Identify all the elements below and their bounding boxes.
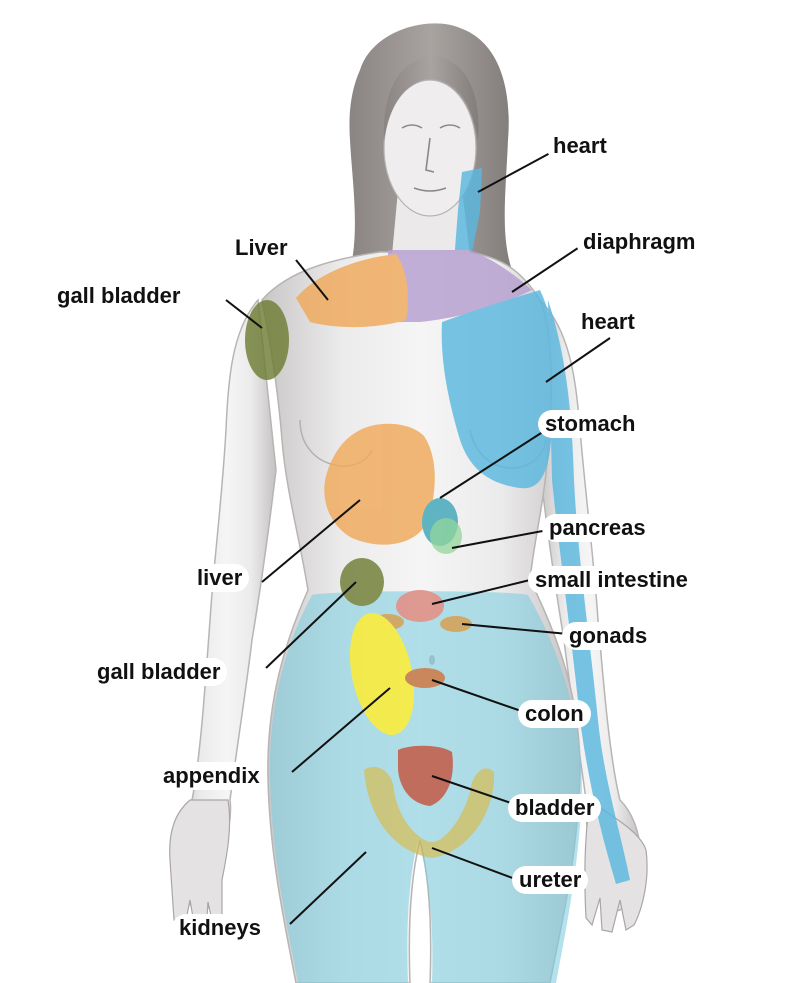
- label-pancreas: pancreas: [542, 514, 653, 542]
- leader-diaphragm: [511, 247, 579, 293]
- leader-pancreas: [451, 529, 549, 549]
- label-ureter: ureter: [512, 866, 589, 894]
- label-gall-bladder-abdomen: gall bladder: [90, 658, 228, 686]
- zone-heart-face: [454, 168, 482, 262]
- zone-bladder: [398, 745, 453, 806]
- label-bladder: bladder: [508, 794, 602, 822]
- leader-kidneys: [289, 851, 367, 925]
- leader-gall-bladder-shoulder: [225, 299, 263, 329]
- zone-gall-bladder-abdomen: [340, 558, 384, 606]
- leader-appendix: [291, 687, 391, 773]
- hair-front: [383, 56, 479, 140]
- leader-gall-bladder-abdomen: [265, 581, 357, 669]
- label-gonads: gonads: [562, 622, 655, 650]
- leader-small-intestine: [431, 579, 531, 605]
- zone-gonad-right: [440, 616, 472, 632]
- zone-heart-chest: [441, 290, 555, 489]
- leader-heart-face: [477, 151, 553, 193]
- zone-liver-abdomen: [324, 423, 435, 545]
- zone-heart-arm: [548, 300, 630, 884]
- label-heart-chest: heart: [574, 308, 642, 336]
- face: [383, 79, 477, 217]
- zone-colon: [405, 668, 445, 688]
- label-stomach: stomach: [538, 410, 643, 438]
- leader-colon: [431, 679, 525, 713]
- label-gall-bladder-shoulder: gall bladder: [50, 282, 188, 310]
- label-diaphragm: diaphragm: [576, 228, 703, 256]
- zone-appendix: [349, 613, 415, 735]
- leader-lines: [225, 151, 611, 925]
- zone-liver-shoulder: [296, 254, 408, 328]
- leader-bladder: [431, 775, 515, 805]
- label-liver-shoulder: Liver: [228, 234, 295, 262]
- leader-liver-shoulder: [295, 259, 329, 301]
- zone-diaphragm: [380, 250, 532, 322]
- label-colon: colon: [518, 700, 591, 728]
- label-kidneys: kidneys: [172, 914, 268, 942]
- leader-ureter: [431, 847, 519, 881]
- leader-heart-chest: [545, 337, 611, 383]
- pain-zones: [245, 168, 630, 983]
- facial-features: [401, 124, 461, 192]
- zone-ureter: [364, 766, 495, 858]
- label-small-intestine: small intestine: [528, 566, 695, 594]
- zone-gall-bladder-shoulder: [245, 300, 289, 380]
- leader-gonads: [461, 623, 569, 635]
- label-liver-abdomen: liver: [190, 564, 250, 592]
- label-appendix: appendix: [156, 762, 267, 790]
- leader-stomach: [439, 425, 553, 499]
- leader-liver-abdomen: [261, 499, 361, 583]
- zone-small-intestine: [396, 590, 444, 622]
- zone-pancreas: [430, 518, 462, 554]
- label-heart-face: heart: [546, 132, 614, 160]
